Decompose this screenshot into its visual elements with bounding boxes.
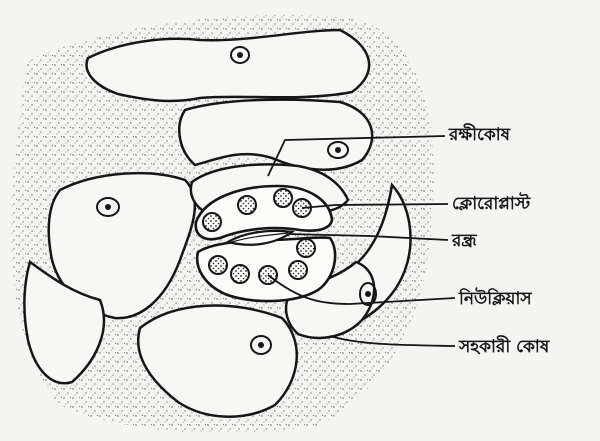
label-stoma-pore: রন্ধ্র [451,231,477,251]
label-subsidiary-cell: সহকারী কোষ [458,335,550,357]
chloroplast [297,239,315,257]
label-nucleus: নিউক্লিয়াস [458,287,532,309]
chloroplast [231,265,249,283]
label-guard-cell: রক্ষীকোষ [448,123,511,145]
chloroplast [289,261,307,279]
label-chloroplast: ক্লোরোপ্লাস্ট [452,192,531,214]
chloroplast [203,213,221,231]
chloroplast [209,256,227,274]
chloroplast [238,196,256,214]
chloroplast [274,189,292,207]
